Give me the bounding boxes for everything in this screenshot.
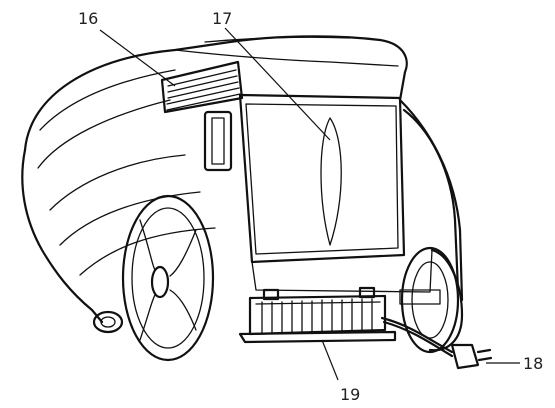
- callout-16: 16: [78, 9, 98, 28]
- callout-18: 18: [523, 354, 543, 373]
- power-cord-plug: [380, 316, 493, 370]
- leader-16: [99, 29, 176, 87]
- leader-17: [224, 27, 331, 141]
- vacuum-body: [21, 35, 464, 324]
- right-side: [399, 108, 464, 352]
- callout-17: 17: [212, 9, 232, 28]
- front-grille: [160, 60, 244, 172]
- front-caster: [92, 310, 124, 334]
- dust-container: [238, 93, 433, 293]
- left-wheel: [121, 194, 215, 362]
- leader-19: [321, 339, 339, 381]
- right-wheel: [400, 246, 460, 354]
- cord-reel: [238, 286, 397, 344]
- callout-19: 19: [340, 385, 360, 404]
